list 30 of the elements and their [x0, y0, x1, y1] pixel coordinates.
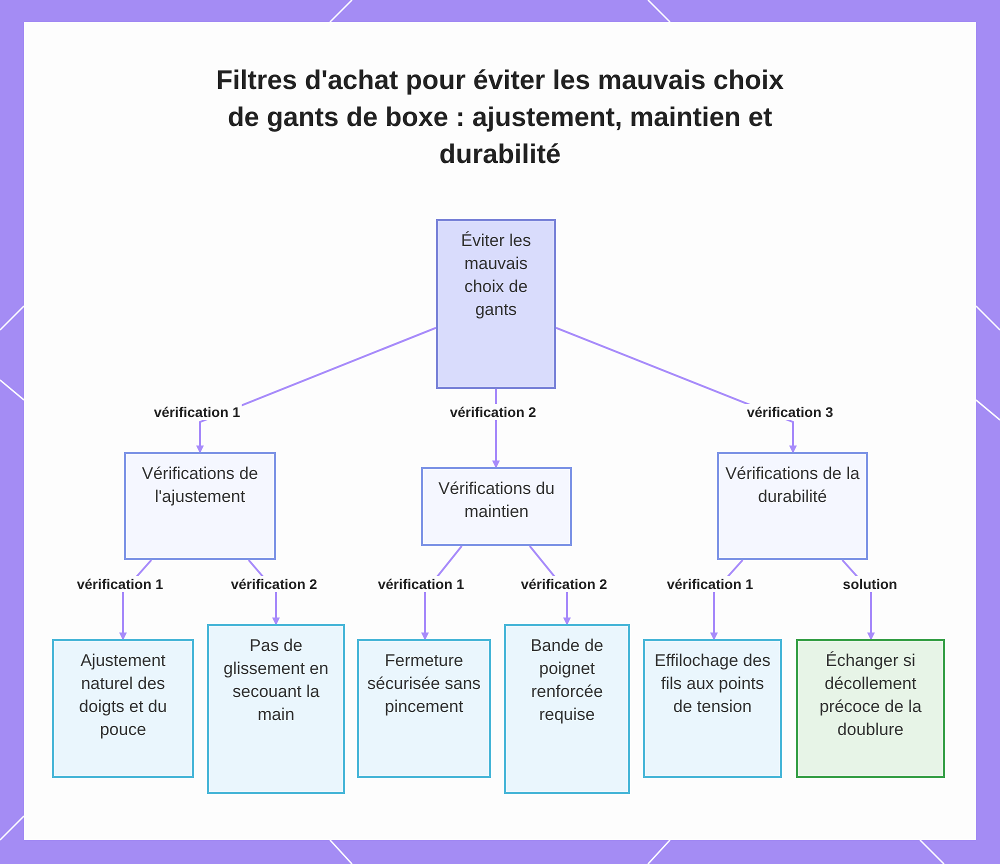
node-text: Éviter les mauvais choix de gants — [460, 230, 532, 321]
check-box — [52, 639, 194, 778]
check-box — [643, 639, 782, 778]
category-box — [717, 452, 868, 560]
node-text: Vérifications du maintien — [437, 478, 556, 523]
check-box — [207, 624, 345, 794]
edge-label: solution — [840, 576, 900, 592]
edge-label: vérification 1 — [74, 576, 166, 592]
node-text: Bande de poignet renforcée requise — [530, 635, 604, 726]
edge-label: vérification 1 — [664, 576, 756, 592]
edge-label: vérification 1 — [152, 404, 242, 420]
node-text: Fermeture sécurisée sans pincement — [366, 650, 482, 718]
node-text: Ajustement naturel des doigts et du pouce — [78, 650, 168, 741]
edge-label: vérification 1 — [376, 576, 466, 592]
diagram-title: Filtres d'achat pour éviter les mauvais choix de gants de boxe : ajustement, maintien et durabilité — [215, 64, 785, 171]
category-box — [421, 467, 572, 546]
node-text: Vérifications de l'ajustement — [140, 463, 260, 508]
edge-label: vérification 2 — [228, 576, 320, 592]
check-box — [504, 624, 630, 794]
node-text: Pas de glissement en secouant la main — [222, 635, 330, 726]
root-box — [436, 219, 556, 389]
node-text: Échanger si décollement précoce de la doublure — [818, 650, 923, 741]
edge-label: vérification 2 — [448, 404, 538, 420]
node-text: Vérifications de la durabilité — [725, 463, 860, 508]
edge-label: vérification 2 — [518, 576, 610, 592]
category-box — [124, 452, 276, 560]
node-text: Effilochage des fils aux points de tension — [654, 650, 772, 718]
solution-box — [796, 639, 945, 778]
check-box — [357, 639, 491, 778]
edge-label: vérification 3 — [744, 404, 836, 420]
